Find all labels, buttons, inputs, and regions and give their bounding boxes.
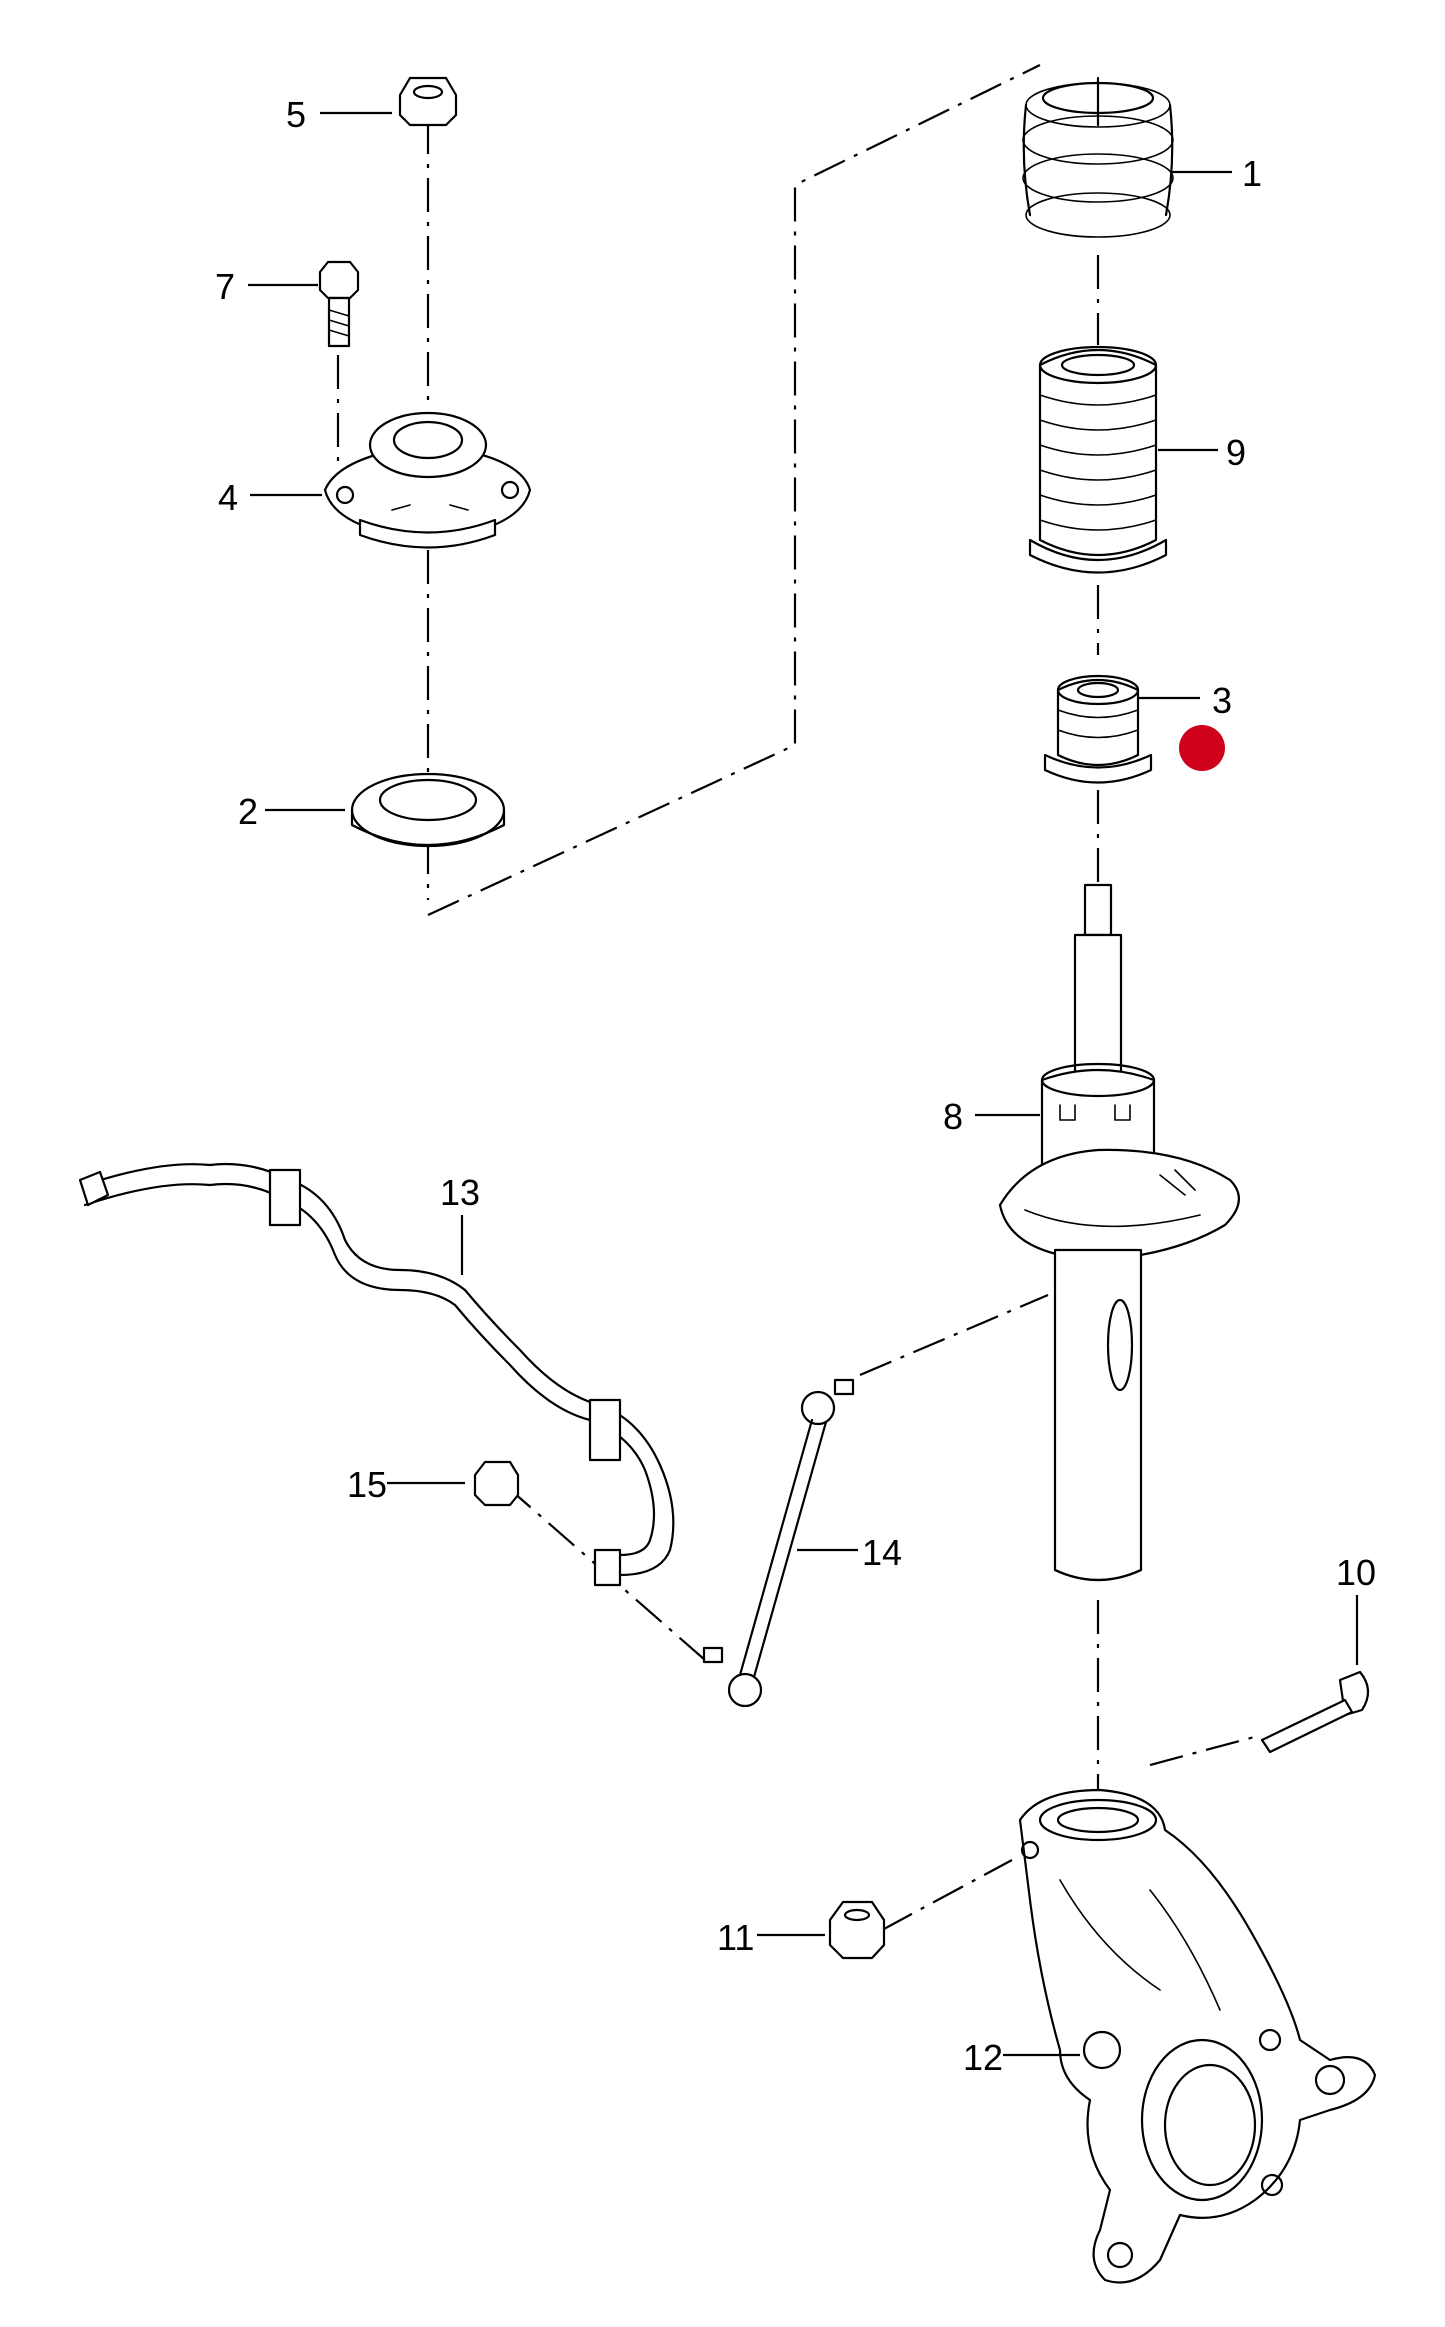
nut-part-11[interactable]: [828, 1900, 886, 1960]
label-3: 3: [1212, 680, 1232, 721]
leader-lines: [248, 111, 1359, 2057]
strut-mount-part-4[interactable]: [323, 411, 532, 549]
label-9: 9: [1226, 432, 1246, 473]
label-11: 11: [717, 1917, 754, 1958]
coupling-rod-part-14[interactable]: [702, 1378, 855, 1708]
label-13: 13: [440, 1172, 480, 1213]
coil-spring-part-1[interactable]: [1022, 76, 1174, 238]
label-4: 4: [218, 477, 238, 518]
label-7: 7: [215, 266, 235, 307]
assembly-dash-lines: [336, 64, 1263, 1931]
highlight-marker: [1179, 725, 1225, 771]
bump-stop-part-3[interactable]: [1043, 674, 1153, 784]
dust-boot-part-9[interactable]: [1028, 345, 1168, 574]
bolt-part-7[interactable]: [318, 260, 360, 348]
label-15: 15: [347, 1464, 387, 1505]
nut-part-5[interactable]: [398, 76, 458, 127]
label-1: 1: [1242, 153, 1262, 194]
label-10: 10: [1336, 1552, 1376, 1593]
wheel-bearing-housing-part-12[interactable]: [1018, 1788, 1377, 2284]
label-12: 12: [963, 2037, 1003, 2078]
label-8: 8: [943, 1096, 963, 1137]
callout-labels: 1 9 3 8 5 7 4 2 13 14 15 10 11 12: [215, 94, 1376, 2078]
stabilizer-bar-part-13[interactable]: [78, 1162, 675, 1587]
strut-part-8[interactable]: [998, 883, 1240, 1582]
nut-part-15[interactable]: [473, 1460, 520, 1507]
bolt-part-10[interactable]: [1260, 1670, 1370, 1754]
label-2: 2: [238, 791, 258, 832]
label-14: 14: [862, 1532, 902, 1573]
label-5: 5: [286, 94, 306, 135]
bearing-part-2[interactable]: [350, 772, 506, 848]
